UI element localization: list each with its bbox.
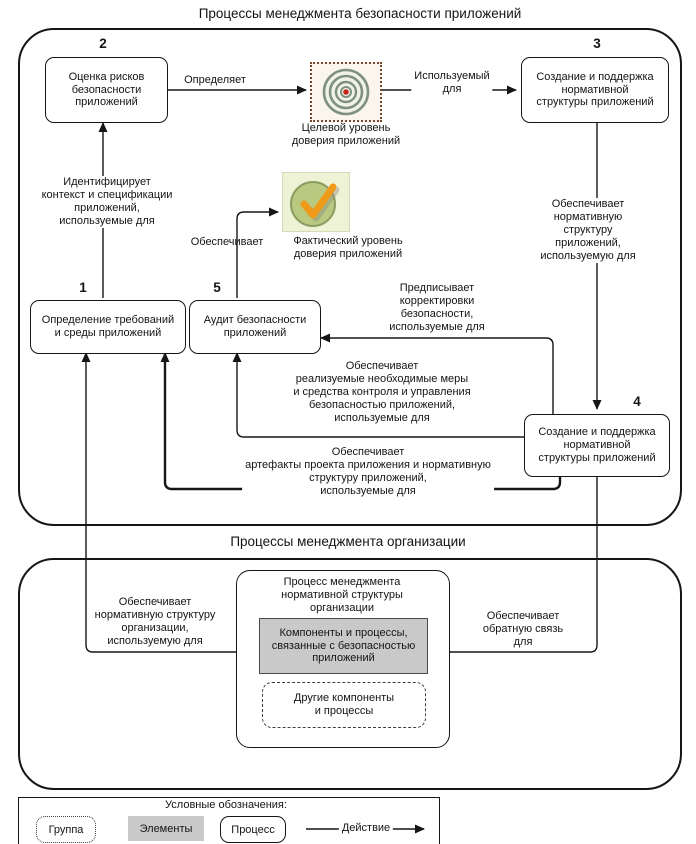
process-2-box: Оценка рисков безопасности приложений	[45, 57, 168, 123]
process-1-label: Определение требований и среды приложени…	[41, 314, 175, 339]
bullseye-icon	[322, 68, 370, 116]
legend-elements-label: Элементы	[139, 822, 193, 835]
edge-label-provides-artifacts: Обеспечивает артефакты проекта приложени…	[242, 446, 494, 498]
process-5-box: Аудит безопасности приложений	[189, 300, 321, 354]
arrow-org-to-requirements	[81, 352, 259, 653]
actual-trust-level-label: Фактический уровень доверия приложений	[293, 235, 403, 260]
org-processes-group	[18, 558, 682, 790]
arrow-audit-to-actual	[236, 207, 279, 298]
process-5-number: 5	[213, 280, 221, 295]
security-processes-group	[18, 28, 682, 526]
edge-label-provides-controls: Обеспечивает реализуемые необходимые мер…	[293, 360, 471, 424]
actual-trust-level-icon	[282, 172, 350, 232]
legend-process-sample: Процесс	[220, 816, 286, 843]
process-2-number: 2	[99, 36, 107, 51]
org-onf-process-title: Процесс менеджмента нормативной структур…	[281, 576, 403, 614]
edge-label-provides-org-structure: Обеспечивает нормативную структуру орган…	[94, 596, 216, 647]
process-3-label: Создание и поддержка нормативной структу…	[536, 70, 654, 109]
security-section-title: Процессы менеджмента безопасности прилож…	[198, 6, 522, 21]
org-other-components-box: Другие компоненты и процессы	[262, 682, 426, 728]
legend-group-sample: Группа	[36, 816, 96, 843]
legend-title: Условные обозначения:	[165, 799, 287, 811]
arrow-feedback-to-org	[431, 471, 598, 657]
process-4-label: Создание и поддержка нормативной структу…	[538, 426, 656, 464]
process-3-box: Создание и поддержка нормативной структу…	[521, 57, 669, 123]
edge-label-provides-feedback: Обеспечивает обратную связь для	[482, 610, 564, 648]
legend-elements-sample: Элементы	[128, 816, 204, 841]
process-4-box: Создание и поддержка нормативной структу…	[524, 414, 670, 477]
process-1-box: Определение требований и среды приложени…	[30, 300, 186, 354]
process-5-label: Аудит безопасности приложений	[203, 314, 307, 339]
arrow-controls-to-audit	[232, 352, 524, 438]
target-trust-level-label: Целевой уровень доверия приложений	[291, 122, 401, 147]
org-other-components-label: Другие компоненты и процессы	[293, 692, 395, 717]
org-section-title: Процессы менеджмента организации	[230, 534, 466, 549]
legend-process-label: Процесс	[231, 823, 275, 836]
edge-label-used-for: Используемый для	[411, 70, 493, 96]
edge-label-identifies: Идентифицирует контекст и спецификации п…	[38, 176, 176, 228]
edge-label-provides-check: Обеспечивает	[190, 236, 264, 248]
edge-label-prescribes: Предписывает корректировки безопасности,…	[389, 282, 485, 333]
org-security-components-label: Компоненты и процессы, связанные с безоп…	[271, 626, 416, 665]
process-3-number: 3	[593, 36, 601, 51]
org-security-components-box: Компоненты и процессы, связанные с безоп…	[259, 618, 428, 674]
legend-action-label: Действие	[338, 822, 394, 835]
process-2-label: Оценка рисков безопасности приложений	[68, 70, 145, 109]
legend-group-label: Группа	[48, 823, 84, 836]
process-4-number: 4	[633, 394, 641, 409]
process-1-number: 1	[79, 280, 87, 295]
target-trust-level-icon	[310, 62, 382, 122]
edge-label-determines: Определяет	[184, 74, 246, 86]
edge-label-provides-normative: Обеспечивает нормативную структуру прило…	[534, 198, 642, 263]
arrow-prescribes-to-audit	[320, 333, 554, 414]
checkmark-icon	[290, 181, 340, 227]
